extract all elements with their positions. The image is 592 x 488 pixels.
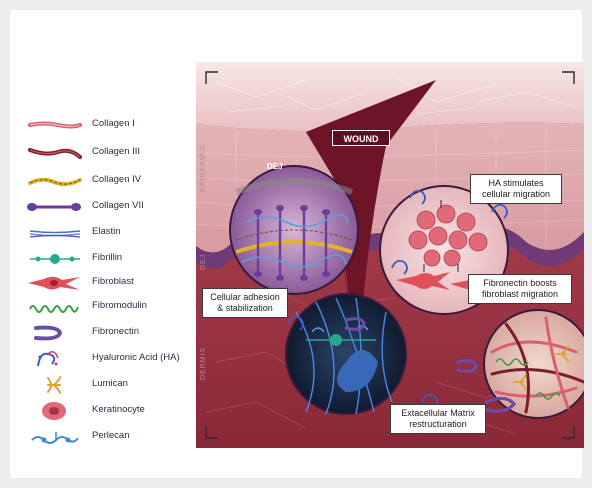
fibrillin-icon — [24, 248, 84, 270]
skin-wound-illustration: EPIDERMIS DEJ DERMIS — [196, 62, 584, 448]
legend-label: Fibroblast — [92, 276, 134, 287]
legend-item-lumican: Lumican — [24, 374, 204, 396]
legend-item-fibrillin: Fibrillin — [24, 248, 204, 270]
elastin-icon — [24, 222, 84, 244]
legend-item-fibroblast: Fibroblast — [24, 272, 204, 294]
lumican-icon — [24, 374, 84, 396]
legend-label: Fibronectin — [92, 326, 139, 337]
callout-text: Extacellular Matrix restructuration — [401, 408, 475, 429]
legend-item-collagen-i: Collagen I — [24, 114, 204, 136]
callout-ecm: Extacellular Matrix restructuration — [390, 404, 486, 434]
fibronectin-icon — [24, 322, 84, 344]
wound-label: WOUND — [332, 130, 390, 146]
dej-circle-label: DEJ — [267, 162, 283, 171]
legend-label: Lumican — [92, 378, 128, 389]
callout-text: Fibronectin boosts fibroblast migration — [482, 278, 558, 299]
callout-fibronectin-migration: Fibronectin boosts fibroblast migration — [468, 274, 572, 304]
callout-text: Cellular adhesion & stabilization — [210, 292, 280, 313]
callout-adhesion: Cellular adhesion & stabilization — [202, 288, 288, 318]
legend-item-collagen-vii: Collagen VII — [24, 196, 204, 218]
legend: Collagen I Collagen III Collagen IV Coll… — [20, 10, 200, 478]
legend-item-fibromodulin: Fibromodulin — [24, 296, 204, 318]
legend-label: Elastin — [92, 226, 121, 237]
callout-ha-migration: HA stimulates cellular migration — [470, 174, 562, 204]
legend-item-perlecan: Perlecan — [24, 426, 204, 448]
legend-label: Collagen I — [92, 118, 135, 129]
fibroblast-icon — [24, 272, 84, 294]
perlecan-icon — [24, 426, 84, 448]
legend-label: Keratinocyte — [92, 404, 145, 415]
figure-card: Collagen I Collagen III Collagen IV Coll… — [10, 10, 582, 478]
legend-label: Fibromodulin — [92, 300, 147, 311]
keratinocyte-icon — [24, 400, 84, 422]
collagen-vii-icon — [24, 196, 84, 218]
legend-item-fibronectin: Fibronectin — [24, 322, 204, 344]
legend-label: Collagen III — [92, 146, 140, 157]
legend-item-collagen-iii: Collagen III — [24, 142, 204, 164]
layer-label-dermis: DERMIS — [200, 347, 207, 380]
fibromodulin-icon — [24, 296, 84, 318]
legend-item-elastin: Elastin — [24, 222, 204, 244]
layer-label-dej: DEJ — [200, 254, 207, 270]
legend-label: Collagen VII — [92, 200, 144, 211]
legend-label: Hyaluronic Acid (HA) — [92, 352, 180, 363]
legend-item-keratinocyte: Keratinocyte — [24, 400, 204, 422]
collagen-iv-icon — [24, 170, 84, 192]
legend-item-hyaluronic-acid: Hyaluronic Acid (HA) — [24, 348, 204, 370]
skin-diagram-svg — [196, 62, 584, 448]
legend-item-collagen-iv: Collagen IV — [24, 170, 204, 192]
callout-text: HA stimulates cellular migration — [482, 178, 550, 199]
legend-label: Fibrillin — [92, 252, 122, 263]
collagen-iii-icon — [24, 142, 84, 164]
legend-label: Perlecan — [92, 430, 130, 441]
legend-label: Collagen IV — [92, 174, 141, 185]
collagen-i-icon — [24, 114, 84, 136]
hyaluronic-acid-icon — [24, 348, 84, 370]
layer-label-epidermis: EPIDERMIS — [200, 144, 207, 192]
